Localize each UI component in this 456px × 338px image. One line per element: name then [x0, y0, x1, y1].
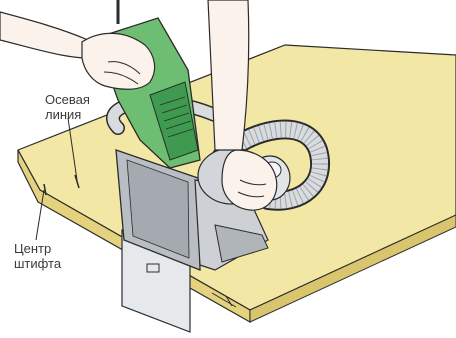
pin-center-label: Центр штифта [14, 241, 61, 271]
axis-line-label: Осевая линия [45, 92, 90, 122]
right-arm [208, 0, 249, 150]
